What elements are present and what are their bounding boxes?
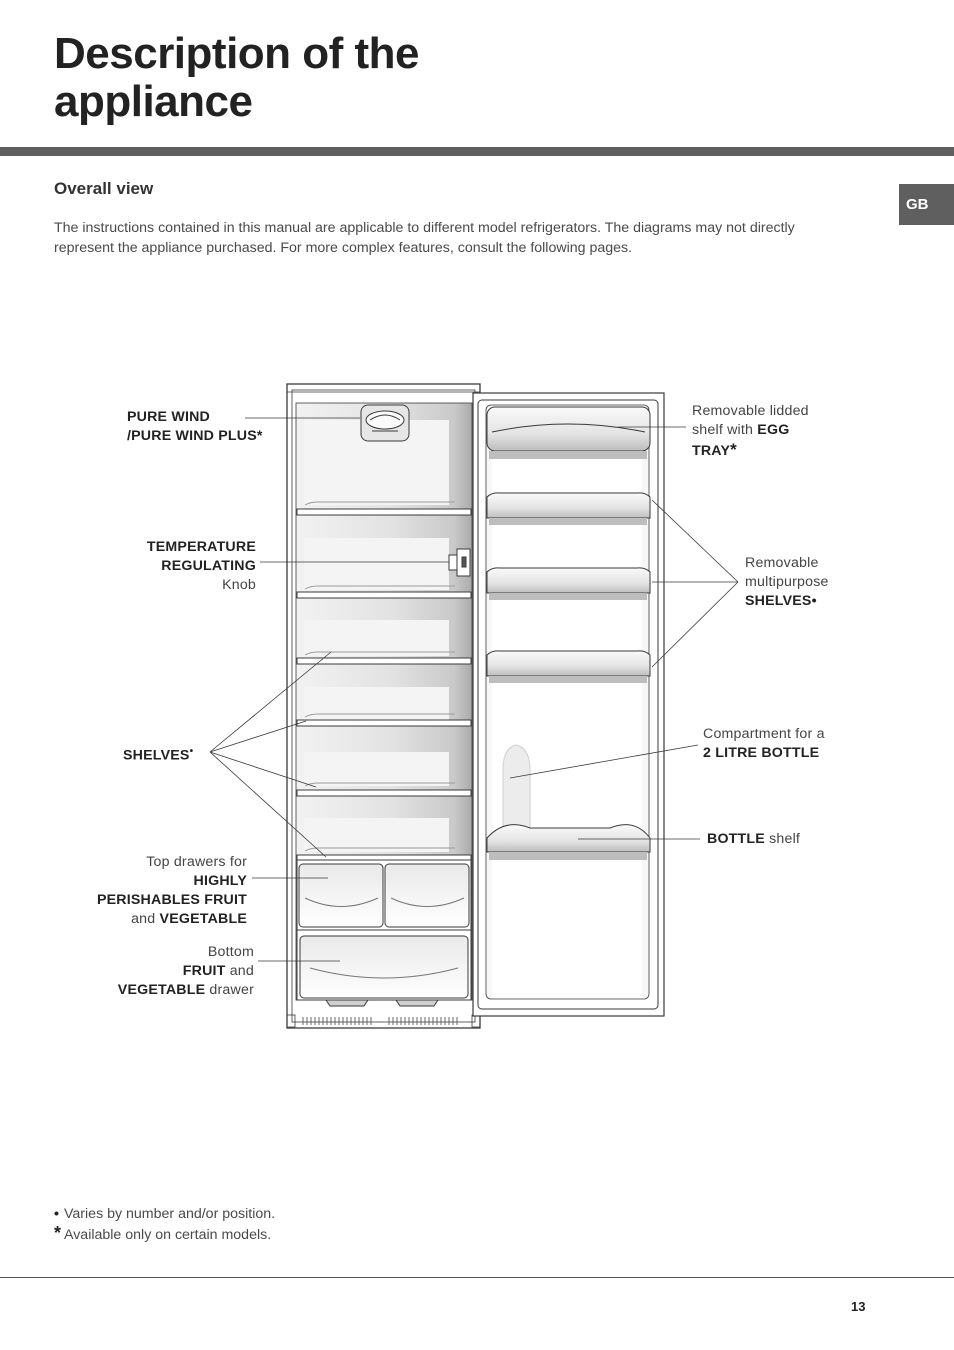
pure-wind-label: PURE WIND /PURE WIND PLUS* xyxy=(127,408,263,446)
top-drawers-label-line2: HIGHLY xyxy=(193,873,247,889)
egg-tray-label-star: * xyxy=(730,440,737,459)
bottle-shelf-label-a: BOTTLE xyxy=(707,831,765,847)
footnote-mark-star: * xyxy=(54,1223,62,1243)
shelves-label: SHELVES• xyxy=(123,742,193,766)
top-drawers-label-line4a: and xyxy=(131,911,156,927)
egg-tray-label-line2a: shelf with xyxy=(692,422,754,438)
bottle-shelf xyxy=(486,824,651,860)
bottom-drawer xyxy=(296,929,472,1007)
egg-tray-label: Removable lidded shelf with EGG TRAY* xyxy=(692,402,809,461)
footnote-text-varies: Varies by number and/or position. xyxy=(64,1206,276,1222)
temperature-label-line1: TEMPERATURE xyxy=(146,539,256,555)
shelves-label-text: SHELVES xyxy=(123,747,190,764)
bottle-compartment-label: Compartment for a 2 LITRE BOTTLE xyxy=(703,725,825,763)
bottle-silhouette xyxy=(502,744,531,836)
top-drawers-label-line1: Top drawers for xyxy=(146,854,247,870)
door-shelves-label-mark: • xyxy=(811,593,817,609)
temperature-knob-label: TEMPERATURE REGULATING Knob xyxy=(96,538,256,595)
pure-wind-label-line1: PURE WIND xyxy=(127,409,210,425)
footnotes: • Varies by number and/or position. *Avai… xyxy=(54,1205,275,1245)
bottom-drawer-label-line3b: drawer xyxy=(209,982,254,998)
top-drawers-label-line3: PERISHABLES FRUIT xyxy=(96,892,247,908)
egg-tray-shelf xyxy=(486,406,651,459)
page-number: 13 xyxy=(851,1299,866,1314)
footnote-mark-bullet: • xyxy=(54,1206,59,1222)
language-tab: GB xyxy=(899,184,954,225)
bottom-drawer-label-line2a: FRUIT xyxy=(182,963,226,979)
top-drawers-label-line4b: VEGETABLE xyxy=(159,911,247,927)
bottle-compartment-label-line2: 2 LITRE BOTTLE xyxy=(703,745,820,761)
temperature-knob xyxy=(448,548,471,577)
egg-tray-label-line2b: EGG xyxy=(757,422,790,438)
intro-paragraph: The instructions contained in this manua… xyxy=(54,220,795,256)
pure-wind-fan xyxy=(360,404,410,442)
footnote-varies: • Varies by number and/or position. xyxy=(54,1205,275,1224)
shelf-edge-shadows xyxy=(304,501,455,852)
page-title: Description of the appliance xyxy=(54,29,420,126)
door-shelves-label-line3: SHELVES xyxy=(745,593,812,609)
egg-tray-label-line3: TRAY xyxy=(692,443,731,459)
temperature-label-line2: REGULATING xyxy=(161,558,256,574)
bottom-drawer-label: Bottom FRUIT and VEGETABLE drawer xyxy=(80,943,254,1000)
fridge-door xyxy=(472,392,665,1017)
bottle-compartment-label-line1: Compartment for a xyxy=(703,726,825,742)
glass-shelves xyxy=(296,508,472,862)
shelves-label-mark: • xyxy=(189,746,194,757)
footer-rule xyxy=(0,1277,954,1278)
door-shelves-label-line1: Removable xyxy=(745,555,819,571)
egg-tray-label-line1: Removable lidded xyxy=(692,403,809,419)
bottom-drawer-label-line3a: VEGETABLE xyxy=(117,982,206,998)
section-heading: Overall view xyxy=(54,179,154,198)
bottom-drawer-label-line2b: and xyxy=(229,963,254,979)
door-shelves xyxy=(486,492,651,683)
bottle-shelf-label-b: shelf xyxy=(769,831,801,847)
cavity-back-panels xyxy=(304,420,449,852)
temperature-label-line3: Knob xyxy=(222,577,256,593)
leader-lines xyxy=(209,417,739,962)
door-shelves-label: Removable multipurpose SHELVES• xyxy=(745,554,829,611)
bottom-drawer-label-line1: Bottom xyxy=(207,944,254,960)
pure-wind-label-line2: /PURE WIND PLUS* xyxy=(127,428,263,444)
top-drawers-label: Top drawers for HIGHLY PERISHABLES FRUIT… xyxy=(56,853,247,929)
bottle-shelf-label: BOTTLE shelf xyxy=(707,830,800,849)
top-drawers xyxy=(296,859,472,931)
footnote-text-models: Available only on certain models. xyxy=(64,1227,272,1243)
footnote-models: *Available only on certain models. xyxy=(54,1224,275,1245)
title-rule xyxy=(0,147,954,156)
door-shelves-label-line2: multipurpose xyxy=(745,574,829,590)
